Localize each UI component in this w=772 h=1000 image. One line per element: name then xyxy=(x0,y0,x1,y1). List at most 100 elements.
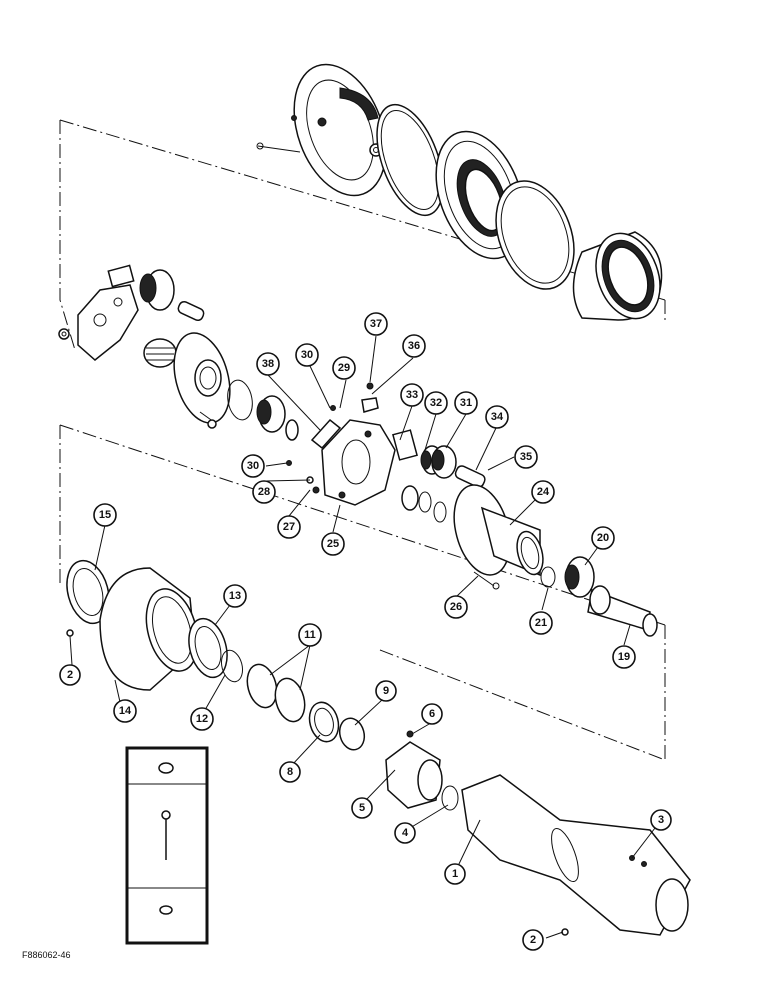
spindle xyxy=(453,484,544,577)
callout-38: 38 xyxy=(256,352,280,376)
planet-cover-housing xyxy=(293,63,387,197)
svg-text:21: 21 xyxy=(535,617,547,629)
inner-bearing-cone xyxy=(308,701,340,743)
callout-2-housing: 2 xyxy=(522,929,544,951)
ring-gasket-2 xyxy=(495,180,575,290)
callout-2-hub: 2 xyxy=(59,664,81,686)
callout-27: 27 xyxy=(277,515,301,539)
callout-29: 29 xyxy=(332,356,356,380)
svg-text:13: 13 xyxy=(229,590,241,602)
callout-31: 31 xyxy=(454,391,478,415)
callout-9: 9 xyxy=(375,680,397,702)
planet-gear-upper xyxy=(139,269,175,311)
svg-text:32: 32 xyxy=(430,397,442,409)
svg-text:6: 6 xyxy=(429,708,435,720)
lock-plate xyxy=(310,418,342,450)
svg-text:9: 9 xyxy=(383,685,389,697)
sun-gear-washer xyxy=(285,419,299,441)
svg-text:31: 31 xyxy=(460,397,472,409)
svg-text:30: 30 xyxy=(247,460,259,472)
svg-text:33: 33 xyxy=(406,389,418,401)
oil-seal xyxy=(66,559,110,625)
callout-32: 32 xyxy=(424,391,448,415)
wheel-hub xyxy=(99,567,199,691)
callout-3: 3 xyxy=(650,809,672,831)
svg-text:4: 4 xyxy=(402,827,409,839)
svg-text:14: 14 xyxy=(119,705,132,717)
callout-5: 5 xyxy=(351,797,373,819)
shim-rings xyxy=(246,663,306,723)
callout-30-upper: 30 xyxy=(295,343,319,367)
svg-text:8: 8 xyxy=(287,766,293,778)
callout-35: 35 xyxy=(514,445,538,469)
callout-13: 13 xyxy=(223,584,247,608)
cover-bolt xyxy=(256,115,301,153)
snap-ring-upper xyxy=(227,379,253,421)
spindle-bolt xyxy=(473,571,500,590)
callout-26: 26 xyxy=(444,595,468,619)
internal-ring-gear xyxy=(572,231,663,321)
callout-36: 36 xyxy=(402,334,426,358)
svg-text:1: 1 xyxy=(452,868,458,880)
fastener-detail-inset xyxy=(125,746,209,945)
steering-knuckle xyxy=(385,741,443,809)
callout-33: 33 xyxy=(400,383,424,407)
callout-19: 19 xyxy=(612,645,636,669)
callout-12: 12 xyxy=(190,707,214,731)
hub-bearing xyxy=(188,617,228,679)
svg-text:19: 19 xyxy=(618,651,630,663)
seal-ring xyxy=(338,717,366,751)
svg-text:38: 38 xyxy=(262,358,274,370)
pivot-pin xyxy=(406,730,414,738)
callout-4: 4 xyxy=(394,822,416,844)
planet-gear-set xyxy=(392,429,457,479)
assembly-phantom-lines xyxy=(59,119,666,761)
hub-bolt xyxy=(66,629,74,637)
svg-text:35: 35 xyxy=(520,451,532,463)
svg-text:5: 5 xyxy=(359,802,365,814)
svg-text:3: 3 xyxy=(658,814,664,826)
callout-6: 6 xyxy=(421,703,443,725)
svg-text:25: 25 xyxy=(327,538,339,550)
o-ring xyxy=(441,785,459,811)
callout-25: 25 xyxy=(321,532,345,556)
callout-11: 11 xyxy=(298,623,322,647)
axle-housing xyxy=(461,774,691,936)
drive-gear xyxy=(564,556,595,598)
svg-text:2: 2 xyxy=(67,669,73,681)
carrier-fasteners xyxy=(286,405,336,494)
bearing-snap-ring xyxy=(220,649,244,683)
needle-bearing xyxy=(143,338,177,368)
sun-gear xyxy=(256,395,286,433)
svg-text:36: 36 xyxy=(408,340,420,352)
planet-carrier-bracket xyxy=(77,264,139,361)
ring-gasket-1 xyxy=(376,103,444,217)
svg-text:2: 2 xyxy=(530,934,536,946)
svg-text:11: 11 xyxy=(304,629,316,641)
sun-gear-hub xyxy=(173,332,231,424)
svg-text:15: 15 xyxy=(99,509,111,521)
sun-hub-bolt xyxy=(199,411,217,429)
callout-1: 1 xyxy=(444,863,466,885)
callout-21: 21 xyxy=(529,611,553,635)
planet-carrier xyxy=(321,419,396,506)
svg-text:29: 29 xyxy=(338,362,350,374)
callout-8: 8 xyxy=(279,761,301,783)
callout-15: 15 xyxy=(93,503,117,527)
callout-30-lower: 30 xyxy=(241,454,265,478)
callout-14: 14 xyxy=(113,699,137,723)
callout-37: 37 xyxy=(364,312,388,336)
svg-text:20: 20 xyxy=(597,532,609,544)
carrier-nut-washer xyxy=(58,328,70,340)
svg-text:27: 27 xyxy=(283,521,295,533)
leader-lines xyxy=(69,335,656,939)
svg-text:28: 28 xyxy=(258,486,270,498)
callout-24: 24 xyxy=(531,480,555,504)
callout-34: 34 xyxy=(485,405,509,429)
svg-text:24: 24 xyxy=(537,486,550,498)
planet-shaft xyxy=(454,465,486,488)
svg-text:34: 34 xyxy=(491,411,504,423)
snap-ring-lower xyxy=(540,566,556,588)
svg-text:37: 37 xyxy=(370,318,382,330)
svg-text:12: 12 xyxy=(196,713,208,725)
